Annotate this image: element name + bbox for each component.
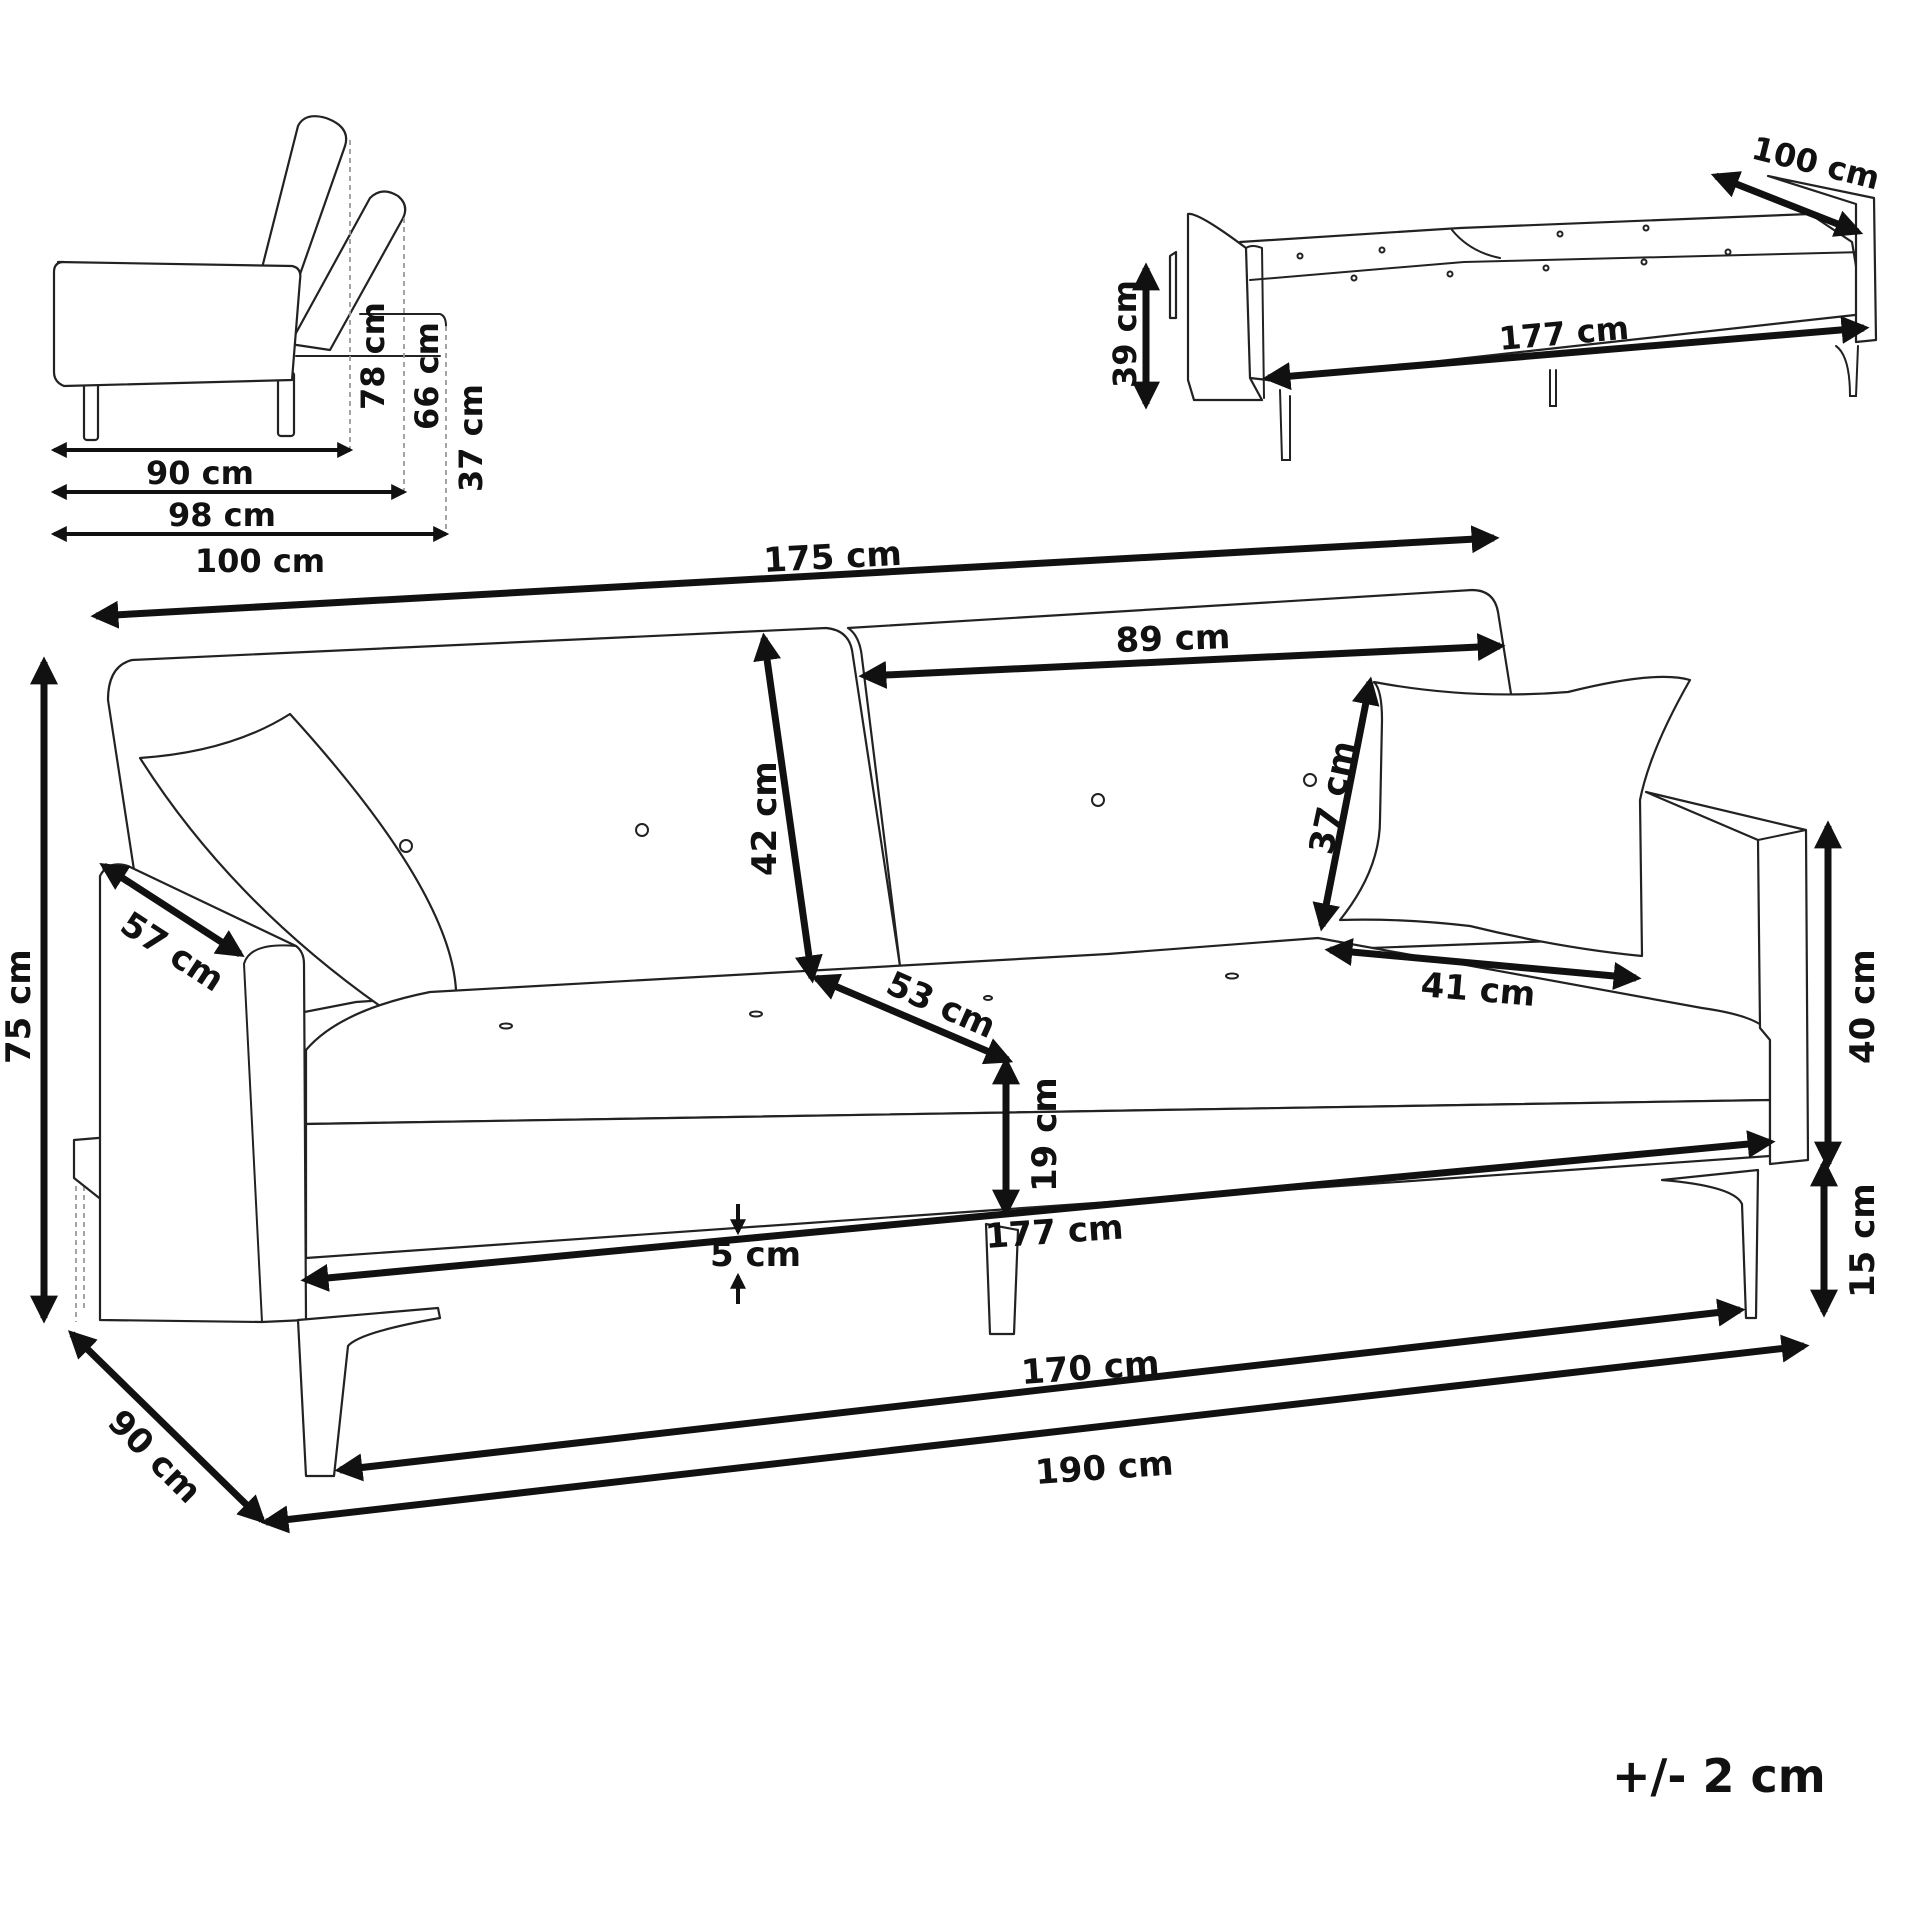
dim-label-seat-depth: 90 cm xyxy=(146,454,254,492)
bed-view: 100 cm 177 cm 39 cm xyxy=(1106,129,1884,461)
dim-label-overall-back-width: 175 cm xyxy=(762,534,902,581)
main-guides xyxy=(75,1186,85,1322)
bed-buttons xyxy=(1296,224,1732,282)
dim-label-back-height: 78 cm xyxy=(354,302,392,410)
dim-170: 170 cm xyxy=(334,1298,1746,1482)
dim-side-90: 90 cm xyxy=(50,442,354,492)
dim-89: 89 cm xyxy=(858,617,1506,689)
dim-90: 90 cm xyxy=(67,1330,267,1524)
dim-label-cushion-width: 89 cm xyxy=(1115,617,1231,661)
dim-190: 190 cm xyxy=(260,1334,1810,1534)
dim-bed-177: 177 cm xyxy=(1262,309,1870,391)
dim-label-bed-height: 39 cm xyxy=(1106,280,1144,388)
dim-label-armrest-height: 40 cm xyxy=(1843,949,1883,1064)
dim-label-leg-span: 170 cm xyxy=(1020,1343,1161,1393)
dim-label-bed-height: 37 cm xyxy=(452,384,490,492)
dim-label-leg-height: 15 cm xyxy=(1843,1183,1883,1298)
side-view: 90 cm 98 cm 100 cm 78 cm 66 cm 37 cm xyxy=(50,115,490,580)
dim-label-bed-depth: 100 cm xyxy=(195,542,325,580)
dim-label-overall-width: 190 cm xyxy=(1034,1443,1175,1493)
dim-42: 42 cm xyxy=(745,632,823,984)
dim-label-reclined-depth: 98 cm xyxy=(168,496,276,534)
dim-75: 75 cm xyxy=(0,656,59,1324)
dim-side-100: 100 cm xyxy=(50,526,450,580)
dim-41: 41 cm xyxy=(1324,938,1642,1015)
side-guides xyxy=(349,140,447,534)
main-view: 175 cm 89 cm 42 cm 37 cm 41 cm 57 cm 53 … xyxy=(0,525,1883,1534)
dim-label-base-gap: 5 cm xyxy=(710,1235,801,1275)
dim-label-seat-height: 19 cm xyxy=(1025,1077,1065,1192)
dim-40: 40 cm xyxy=(1814,820,1883,1170)
dim-15: 15 cm xyxy=(1810,1158,1883,1318)
dim-label-reclined-height: 66 cm xyxy=(408,322,446,430)
dim-side-98: 98 cm xyxy=(50,484,408,534)
dim-bed-39: 39 cm xyxy=(1106,262,1160,410)
dim-177: 177 cm xyxy=(300,1130,1776,1292)
dim-label-seat-width: 177 cm xyxy=(984,1207,1125,1257)
side-sofa-outline xyxy=(52,115,447,442)
dim-175: 175 cm xyxy=(90,525,1500,629)
tolerance-note: +/- 2 cm xyxy=(1612,1749,1826,1803)
dim-label-pillow-width: 41 cm xyxy=(1419,965,1537,1015)
dim-label-back-cushion-height: 42 cm xyxy=(745,761,785,876)
dim-label-overall-height: 75 cm xyxy=(0,949,39,1064)
